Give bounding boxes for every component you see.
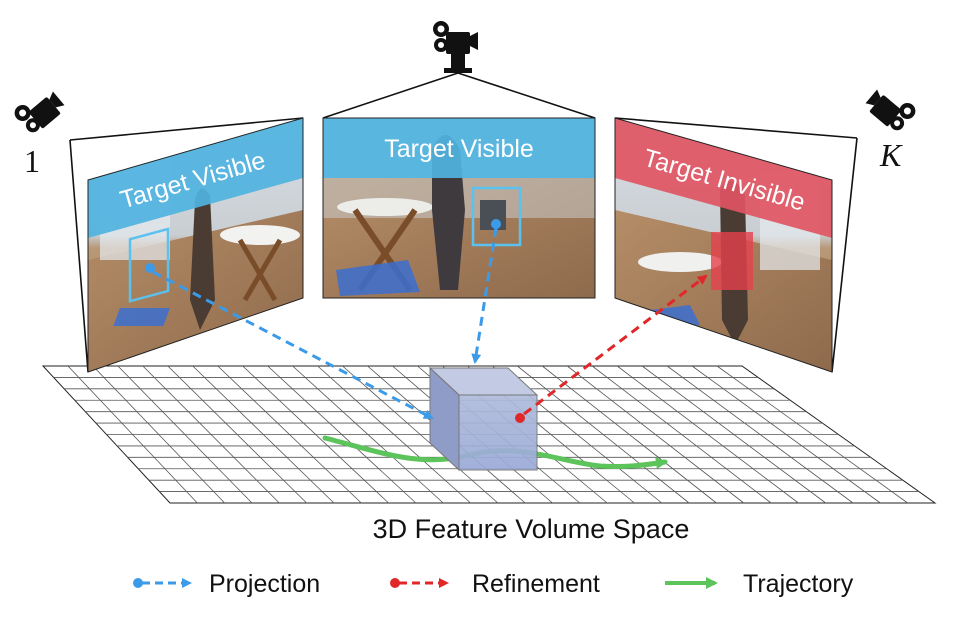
legend-label-refinement: Refinement	[472, 570, 600, 598]
legend-item-refinement: Refinement	[390, 570, 600, 598]
projection-arrow-center	[471, 227, 498, 364]
right-camera-index: K	[879, 137, 903, 173]
center-banner	[323, 118, 595, 178]
right-banner	[615, 118, 832, 238]
legend-label-projection: Projection	[209, 570, 320, 598]
legend: Projection Refinement Trajectory	[133, 570, 854, 598]
left-banner	[88, 118, 303, 238]
left-target-box	[128, 227, 170, 303]
movie-camera-icon	[865, 89, 916, 131]
movie-camera-icon	[433, 21, 478, 73]
camera-frustums	[69, 72, 858, 373]
legend-item-trajectory: Trajectory	[665, 570, 854, 598]
left-target-point	[145, 263, 155, 273]
projection-arrow-left	[152, 270, 434, 420]
left-camera-index: 1	[24, 143, 40, 179]
center-camera-view: Target Visible	[322, 117, 596, 299]
refinement-arrow	[523, 274, 708, 416]
left-camera-view: Target Visible	[87, 117, 304, 373]
center-banner-text: Target Visible	[384, 135, 534, 163]
refinement-origin-point	[515, 413, 525, 423]
feature-volume-cube	[428, 366, 539, 472]
right-target-box	[711, 232, 753, 290]
center-target-box	[471, 186, 522, 247]
legend-item-projection: Projection	[133, 570, 320, 598]
movie-camera-icon	[14, 91, 65, 133]
volume-title: 3D Feature Volume Space	[373, 514, 690, 544]
center-target-point	[491, 219, 501, 229]
legend-label-trajectory: Trajectory	[743, 570, 854, 598]
right-camera-view: Target Invisible	[614, 117, 833, 373]
